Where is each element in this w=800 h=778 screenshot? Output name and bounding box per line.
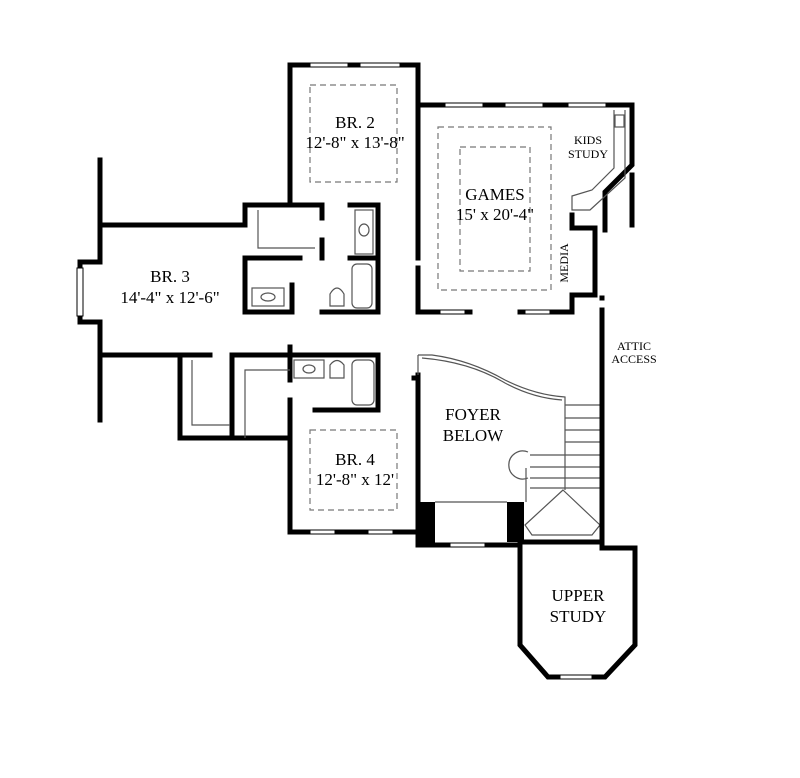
- games-label: GAMES: [465, 185, 525, 204]
- bath-upper: [97, 202, 381, 315]
- media-label: MEDIA: [557, 243, 571, 283]
- attic-label-2: ACCESS: [611, 352, 656, 366]
- br3-size: 14'-4" x 12'-6": [120, 288, 219, 307]
- foyer-stairs: FOYER BELOW ATTIC ACCESS: [415, 295, 657, 548]
- upper-study-label-1: UPPER: [552, 586, 606, 605]
- upper-study-label-2: STUDY: [550, 607, 607, 626]
- attic-label-1: ATTIC: [617, 339, 651, 353]
- br3-label: BR. 3: [150, 267, 190, 286]
- games-size: 15' x 20'-4": [456, 205, 534, 224]
- bath-lower: [177, 344, 421, 441]
- foyer-label-2: BELOW: [443, 426, 504, 445]
- foyer-label-1: FOYER: [445, 405, 501, 424]
- br2-label: BR. 2: [335, 113, 375, 132]
- bedroom-3: BR. 3 14'-4" x 12'-6": [76, 157, 220, 423]
- upper-study: UPPER STUDY: [517, 539, 638, 680]
- stair-treads: [530, 404, 602, 489]
- bedroom-2: BR. 2 12'-8" x 13'-8": [287, 62, 421, 315]
- br2-size: 12'-8" x 13'-8": [305, 133, 404, 152]
- kids-study-label-1: KIDS: [574, 133, 602, 147]
- br4-label: BR. 4: [335, 450, 375, 469]
- games-room: GAMES 15' x 20'-4" KIDS STUDY MEDIA: [415, 102, 635, 315]
- br4-size: 12'-8" x 12': [316, 470, 394, 489]
- kids-study-label-2: STUDY: [568, 147, 608, 161]
- bedroom-4: BR. 4 12'-8" x 12': [287, 397, 421, 535]
